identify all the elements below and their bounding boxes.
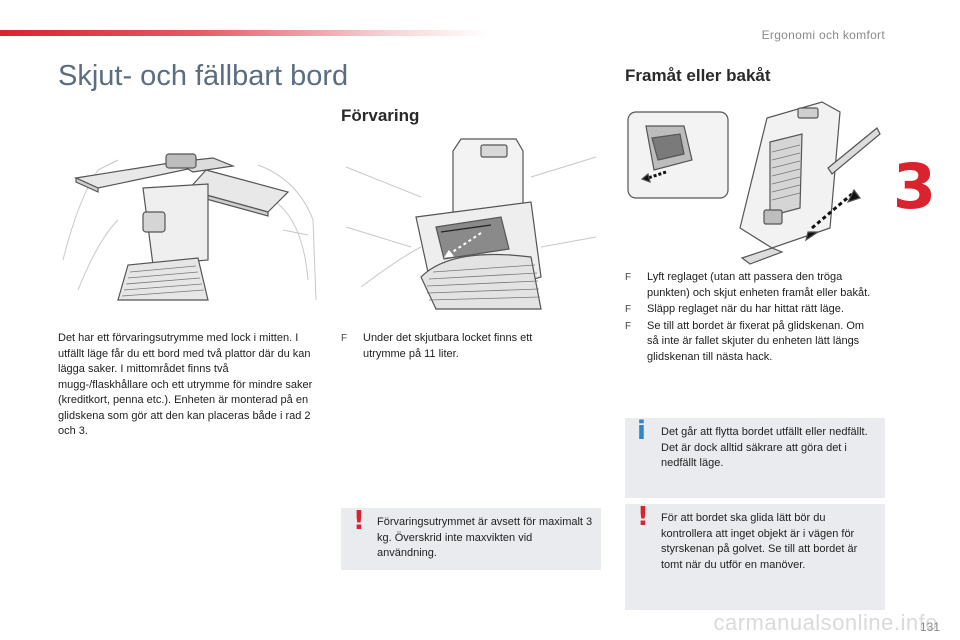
intro-paragraph: Det har ett förvaringsutrymme med lock i… — [58, 332, 313, 437]
bullet-text: Under det skjutbara locket finns ett utr… — [363, 332, 533, 360]
forvaring-bullet-list: F Under det skjutbara locket finns ett u… — [341, 331, 571, 363]
warning-icon: ! — [637, 502, 649, 532]
storage-compartment-illustration — [341, 137, 601, 312]
bullet-marker: F — [341, 333, 348, 344]
bullet-text: Lyft reglaget (utan att passera den trög… — [647, 271, 871, 299]
framat-heading: Framåt eller bakåt — [625, 66, 771, 85]
list-item: F Se till att bordet är fixerat på glids… — [625, 319, 875, 366]
bullet-marker: F — [625, 320, 632, 332]
forvaring-heading: Förvaring — [341, 106, 420, 125]
warning-icon: ! — [353, 506, 365, 536]
list-item: F Släpp reglaget när du har hittat rätt … — [625, 302, 875, 318]
bullet-text: Se till att bordet är fixerat på glidske… — [647, 319, 865, 363]
watermark: carmanualsonline.info — [713, 610, 938, 635]
list-item: F Under det skjutbara locket finns ett u… — [341, 331, 571, 362]
slide-rail-illustration — [622, 98, 884, 270]
list-item: F Lyft reglaget (utan att passera den tr… — [625, 270, 875, 301]
page-number: 131 — [919, 620, 940, 634]
top-accent-bar — [0, 30, 490, 36]
chapter-number: 3 — [892, 150, 936, 223]
table-unfolded-illustration — [58, 140, 320, 312]
move-info-note: i Det går att flytta bordet utfällt elle… — [625, 418, 885, 498]
note-text: För att bordet ska glida lätt bör du kon… — [661, 512, 858, 571]
info-icon: i — [637, 416, 646, 446]
page-title: Skjut- och fällbart bord — [58, 60, 349, 92]
bullet-marker: F — [625, 304, 632, 315]
weight-warning-note: ! Förvaringsutrymmet är avsett för maxim… — [341, 508, 601, 570]
slide-warning-note: ! För att bordet ska glida lätt bör du k… — [625, 504, 885, 610]
note-text: Förvaringsutrymmet är avsett för maximal… — [377, 516, 593, 559]
bullet-marker: F — [625, 272, 632, 283]
note-text: Det går att flytta bordet utfällt eller … — [661, 426, 868, 469]
framat-bullet-list: F Lyft reglaget (utan att passera den tr… — [625, 270, 875, 366]
bullet-text: Släpp reglaget när du har hittat rätt lä… — [647, 303, 844, 315]
section-label: Ergonomi och komfort — [761, 28, 885, 42]
